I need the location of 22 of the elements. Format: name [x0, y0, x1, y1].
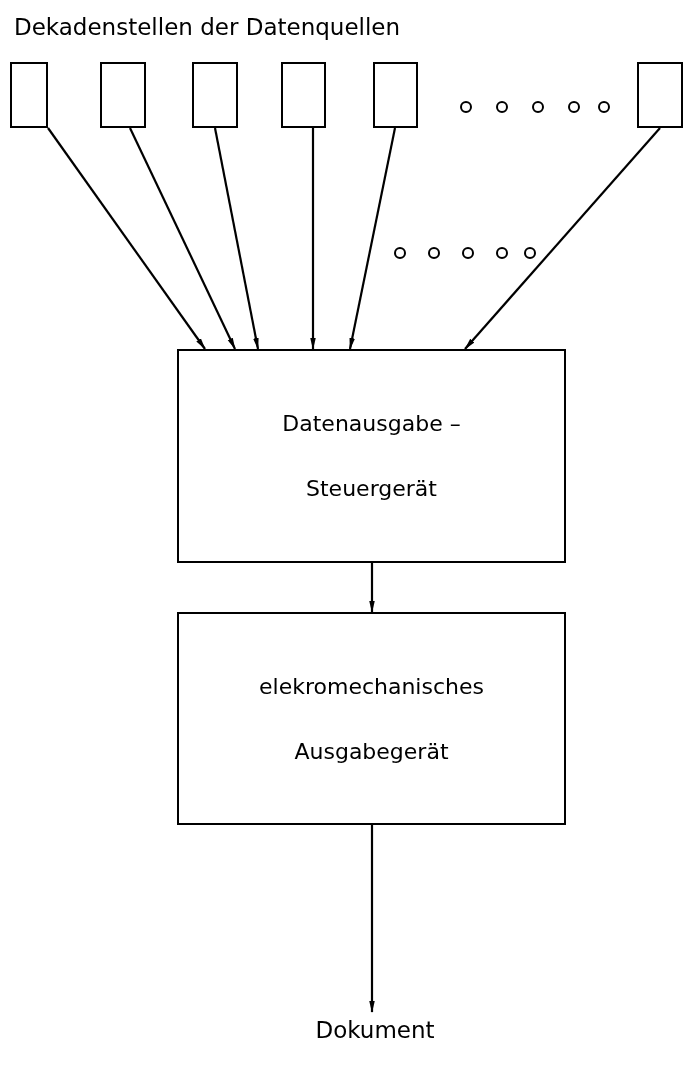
- source-box: [100, 62, 146, 128]
- box-label: Ausgabegerät: [294, 737, 449, 766]
- box-label: Datenausgabe –: [282, 410, 461, 438]
- arrow: [369, 563, 375, 613]
- source-box: [10, 62, 48, 128]
- arrow: [310, 128, 316, 350]
- source-box: [281, 62, 326, 128]
- output-label: Dokument: [300, 1012, 450, 1048]
- arrow: [47, 127, 206, 350]
- arrow: [464, 127, 661, 350]
- process-box: [177, 612, 566, 825]
- arrow: [369, 825, 375, 1013]
- source-box: [373, 62, 418, 128]
- box-label: elekromechanisches: [259, 672, 484, 701]
- arrow: [348, 127, 397, 350]
- process-box: [177, 349, 566, 563]
- arrow: [129, 127, 236, 350]
- box-label: Steuergerät: [306, 475, 437, 503]
- source-box: [192, 62, 238, 128]
- source-box: [637, 62, 683, 128]
- arrow: [213, 127, 260, 350]
- diagram-title: Dekadenstellen der Datenquellen: [14, 13, 401, 42]
